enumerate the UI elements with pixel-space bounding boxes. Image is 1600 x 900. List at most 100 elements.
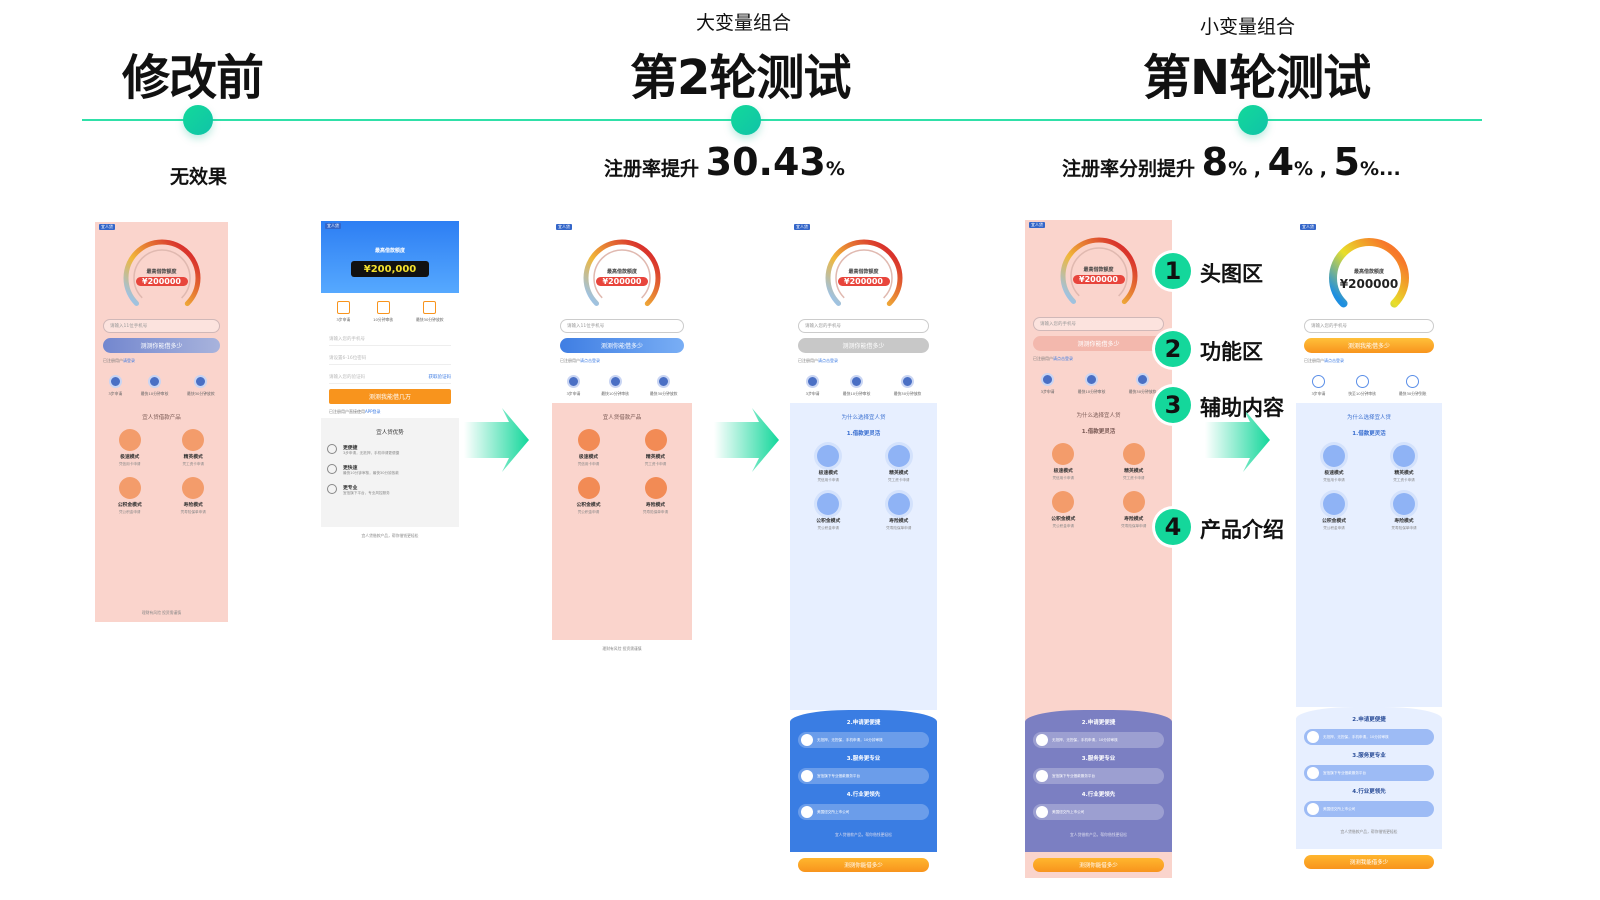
phone-input[interactable]: 请输入您的手机号 <box>798 319 929 333</box>
brand-name: 宜人贷 <box>794 224 810 230</box>
product-item[interactable]: 公积金模式凭公积金申请 <box>101 477 159 515</box>
product-item[interactable]: 寿险模式凭寿险保单申请 <box>625 477 686 515</box>
hero-gauge: 最高借款额度¥200000 <box>552 232 692 316</box>
product-item[interactable]: 公积金模式凭公积金申请 <box>796 493 861 531</box>
feature-icon <box>1085 373 1099 386</box>
product-item[interactable]: 极速模式凭信用卡申请 <box>1302 445 1366 483</box>
phone-input[interactable]: 请输入您的手机号 <box>329 332 451 346</box>
product-item[interactable]: 寿险模式凭寿险保单申请 <box>867 493 932 531</box>
footer-text: 理财有风险 投资需谨慎 <box>602 646 642 651</box>
gauge-arc <box>583 239 661 316</box>
phone-input[interactable]: 请输入11位手机号 <box>560 319 684 333</box>
product-item[interactable]: 极速模式凭信用卡申请 <box>796 445 861 483</box>
phone-input[interactable]: 请输入您的验证码获取验证码 <box>329 370 451 384</box>
cta-button[interactable]: 测测你能借多少 <box>560 338 684 353</box>
zone-number-1: 1 <box>1155 253 1191 289</box>
input-placeholder: 请输入11位手机号 <box>567 324 605 329</box>
feature-icon <box>1355 375 1369 388</box>
section-title: 为什么选择宜人贷 <box>1076 413 1121 419</box>
product-desc: 凭工资卡申请 <box>1122 476 1145 480</box>
benefit-title: 2.申请更便捷 <box>846 720 881 726</box>
product-section: 宜人贷借款产品极速模式凭信用卡申请精英模式凭工资卡申请公积金模式凭公积金申请寿险… <box>95 403 228 604</box>
product-item[interactable]: 极速模式凭信用卡申请 <box>558 429 619 467</box>
brand-logo: 宜人贷 <box>321 221 459 231</box>
feature-icon <box>850 375 864 388</box>
product-desc: 凭公积金申请 <box>1323 526 1345 530</box>
product-desc: 凭公积金申请 <box>118 510 141 514</box>
bottom-cta-button[interactable]: 测测你能借多少 <box>1033 858 1164 872</box>
feature-item: 最快10分钟审核 <box>141 375 168 397</box>
product-item[interactable]: 极速模式凭信用卡申请 <box>1031 443 1096 481</box>
login-link[interactable]: 请点击登录 <box>818 358 838 363</box>
feature-label: 最快10分钟审核 <box>601 391 629 396</box>
cta-button[interactable]: 测测你能借多少 <box>798 338 929 353</box>
benefit-title: 3.服务更专业 <box>1352 753 1386 759</box>
product-item[interactable]: 精英模式凭工资卡申请 <box>1102 443 1167 481</box>
advantage-icon <box>327 444 337 454</box>
cta-button[interactable]: 测测我能借多少 <box>1304 338 1434 353</box>
zone-number-2: 2 <box>1155 331 1191 367</box>
result-value: 4 <box>1267 140 1295 184</box>
credit-amount: ¥200000 <box>1339 277 1399 291</box>
zone-number-3: 3 <box>1155 387 1191 423</box>
product-item[interactable]: 精英模式凭工资卡申请 <box>867 445 932 483</box>
phone-input[interactable]: 请输入您的手机号 <box>1033 317 1164 331</box>
product-desc: 凭公积金申请 <box>577 510 600 514</box>
product-icon <box>118 477 141 499</box>
percent-sign: % <box>825 158 845 180</box>
feature-label: 3步申请 <box>336 317 351 322</box>
feature-icon <box>1406 375 1420 388</box>
advantage-desc: 最快10分钟审核，最快30分钟放款 <box>343 471 399 475</box>
benefit-title: 4.行业更领先 <box>1081 792 1116 798</box>
benefit-icon <box>801 734 813 746</box>
note-text: 已注册用户直接使用 <box>329 409 365 414</box>
product-icon <box>1052 491 1075 513</box>
product-item[interactable]: 公积金模式凭公积金申请 <box>558 477 619 515</box>
cta-button[interactable]: 测测我能借几万 <box>329 389 451 404</box>
phone-input[interactable]: 请输入您的手机号 <box>1304 319 1434 333</box>
login-link[interactable]: 请点击登录 <box>580 358 600 363</box>
phone-input[interactable]: 请输入11位手机号 <box>103 319 220 333</box>
advantage-text: 更快速最快10分钟审核，最快30分钟放款 <box>343 464 399 476</box>
product-item[interactable]: 精英模式凭工资卡申请 <box>165 429 223 467</box>
product-item[interactable]: 寿险模式凭寿险保单申请 <box>1102 491 1167 529</box>
product-name: 精英模式 <box>1124 469 1144 474</box>
product-name: 极速模式 <box>1324 471 1344 476</box>
feature-label: 3步申请 <box>108 391 123 396</box>
product-item[interactable]: 寿险模式凭寿险保单申请 <box>165 477 223 515</box>
function-area: 请输入您的手机号测测我能借多少已注册用户请点击登录 <box>1296 316 1442 367</box>
advantage-text: 更专业宜信旗下平台，专业风控服务 <box>343 484 390 496</box>
product-item[interactable]: 寿险模式凭寿险保单申请 <box>1372 493 1436 531</box>
login-link[interactable]: APP登录 <box>365 409 381 414</box>
login-link[interactable]: 请点击登录 <box>1053 356 1073 361</box>
bottom-cta-button[interactable]: 测测你能借多少 <box>798 858 929 872</box>
login-note: 已注册用户请点击登录 <box>798 358 929 364</box>
login-link[interactable]: 请登录 <box>123 358 135 363</box>
get-code-link[interactable]: 获取验证码 <box>428 374 452 380</box>
product-item[interactable]: 精英模式凭工资卡申请 <box>625 429 686 467</box>
bottom-cta-button[interactable]: 测测我能借多少 <box>1304 855 1434 869</box>
cta-button[interactable]: 测测你能借多少 <box>103 338 220 353</box>
result-value: 5 <box>1333 140 1360 184</box>
login-link[interactable]: 请点击登录 <box>1324 358 1344 363</box>
feature-label: 最快30分钟放款 <box>415 317 444 322</box>
feature-label: 3步申请 <box>566 391 581 396</box>
phone-input[interactable]: 请设置6-16位密码 <box>329 351 451 365</box>
hero-gauge: 最高借款额度¥200000 <box>1025 230 1172 314</box>
gauge-title: 最高借款额度 <box>1083 267 1114 273</box>
feature-item: 最快30分钟放款 <box>416 301 444 323</box>
hero-gauge: 最高借款额度¥200000 <box>1296 232 1442 316</box>
hero-gauge: 最高借款额度¥200000 <box>790 232 937 316</box>
product-item[interactable]: 公积金模式凭公积金申请 <box>1031 491 1096 529</box>
benefit-icon <box>1307 731 1319 743</box>
benefit-desc: 宜信旗下专业借款服务平台 <box>1052 773 1096 778</box>
feature-icon <box>194 375 208 388</box>
product-item[interactable]: 极速模式凭信用卡申请 <box>101 429 159 467</box>
cta-button[interactable]: 测测你能借多少 <box>1033 336 1164 351</box>
product-icon <box>1122 491 1145 513</box>
product-item[interactable]: 公积金模式凭公积金申请 <box>1302 493 1366 531</box>
product-item[interactable]: 精英模式凭工资卡申请 <box>1372 445 1436 483</box>
